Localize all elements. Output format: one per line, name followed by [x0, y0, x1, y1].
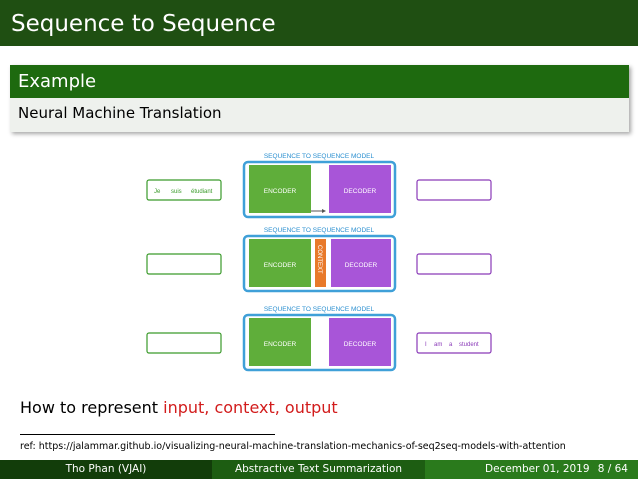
slide-title: Sequence to Sequence	[11, 11, 276, 37]
output-word-2: am	[434, 342, 442, 348]
encoder-box-2	[249, 239, 311, 287]
footer-date: December 01, 2019	[485, 463, 590, 475]
decoder-box-3	[329, 318, 391, 366]
footer-bar: Tho Phan (VJAI) Abstractive Text Summari…	[0, 460, 638, 479]
seq2seq-diagram: SEQUENCE TO SEQUENCE MODEL ENCODER DECOD…	[146, 153, 492, 372]
encoder-box-3	[249, 318, 311, 366]
output-box-1	[416, 179, 492, 201]
input-box-2	[146, 253, 222, 275]
panel-title-3: SEQUENCE TO SEQUENCE MODEL	[264, 306, 375, 313]
encoder-label-2: ENCODER	[264, 262, 297, 269]
arrowhead-1	[322, 209, 326, 213]
output-word-3: a	[449, 342, 453, 348]
encoder-label-3: ENCODER	[264, 341, 297, 348]
input-word-1: Je	[154, 189, 161, 195]
encoder-box-1	[249, 165, 311, 213]
output-word-4: student	[459, 342, 479, 348]
panel-title-1: SEQUENCE TO SEQUENCE MODEL	[264, 153, 375, 160]
footer-author: Tho Phan (VJAI)	[0, 460, 212, 479]
decoder-label-2: DECODER	[345, 262, 378, 269]
footer-title: Abstractive Text Summarization	[212, 460, 425, 479]
output-box-2	[416, 253, 492, 275]
decoder-label-1: DECODER	[344, 188, 377, 195]
input-word-2: suis	[171, 189, 182, 195]
output-box-3	[416, 332, 492, 354]
block-body: Neural Machine Translation	[10, 98, 629, 132]
caption: How to represent input, context, output	[20, 398, 338, 417]
input-box-1	[146, 179, 222, 201]
example-block: Example Neural Machine Translation	[10, 65, 629, 132]
decoder-box-1	[329, 165, 391, 213]
context-box-2	[315, 239, 326, 287]
footnote-rule	[20, 434, 275, 435]
footer-page: 8 / 64	[597, 463, 628, 475]
context-label-2: CONTEXT	[316, 245, 322, 274]
block-title: Example	[10, 65, 629, 98]
footer-right: December 01, 2019 8 / 64	[425, 460, 638, 479]
caption-prefix: How to represent	[20, 398, 164, 417]
output-word-1: I	[425, 342, 427, 348]
input-word-3: étudiant	[191, 189, 213, 195]
input-box-3	[146, 332, 222, 354]
reference-link[interactable]: ref: https://jalammar.github.io/visualiz…	[20, 441, 566, 452]
decoder-box-2	[331, 239, 391, 287]
caption-highlight: input, context, output	[163, 398, 338, 417]
title-bar: Sequence to Sequence	[0, 0, 638, 46]
encoder-label-1: ENCODER	[264, 188, 297, 195]
decoder-label-3: DECODER	[344, 341, 377, 348]
panel-title-2: SEQUENCE TO SEQUENCE MODEL	[264, 227, 375, 234]
